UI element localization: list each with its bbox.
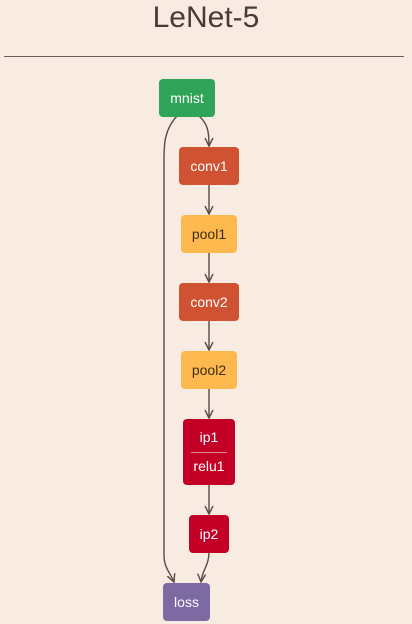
node-mnist-label: mnist (170, 90, 204, 106)
node-ip1-separator (191, 452, 227, 453)
node-pool1-label: pool1 (191, 226, 227, 242)
node-loss-label: loss (174, 594, 199, 610)
node-ip2-label: ip2 (199, 526, 219, 542)
node-ip1-label: ip1 (199, 429, 219, 445)
title-divider (4, 56, 404, 57)
node-loss[interactable]: loss (163, 583, 210, 621)
page-title: LeNet-5 (152, 1, 260, 34)
node-conv2[interactable]: conv2 (179, 283, 239, 321)
edge-mnist-loss (163, 115, 178, 582)
node-mnist[interactable]: mnist (159, 79, 215, 117)
node-pool2-label: pool2 (191, 362, 227, 378)
node-conv2-label: conv2 (190, 294, 228, 310)
node-conv1[interactable]: conv1 (179, 147, 239, 185)
edge-ip2-loss (201, 551, 210, 582)
node-ip1-relu1[interactable]: ip1 relu1 (183, 419, 235, 485)
node-ip2[interactable]: ip2 (189, 515, 229, 553)
edge-mnist-conv1 (198, 115, 209, 146)
node-relu1-label: relu1 (193, 458, 225, 474)
node-conv1-label: conv1 (190, 158, 228, 174)
node-pool1[interactable]: pool1 (181, 215, 237, 253)
node-pool2[interactable]: pool2 (181, 351, 237, 389)
